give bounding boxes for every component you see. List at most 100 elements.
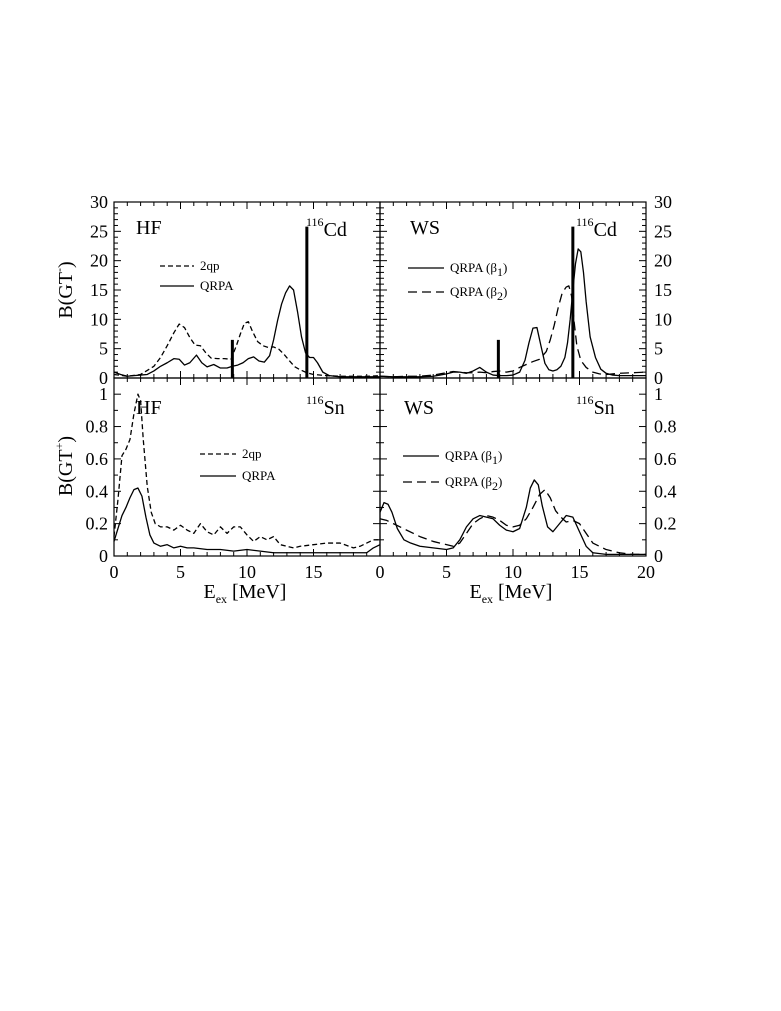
x-axis-label: Eex [MeV] bbox=[204, 581, 287, 606]
y-tick-label: 0.6 bbox=[654, 449, 677, 469]
x-label-rest: [MeV] bbox=[493, 581, 552, 603]
legend-text: 2qp bbox=[200, 258, 220, 273]
series-line-dashed bbox=[379, 285, 647, 378]
x-label-sub: ex bbox=[482, 592, 493, 606]
y-label-sup: - bbox=[52, 268, 66, 272]
x-tick-label: 0 bbox=[376, 562, 385, 582]
legend-text: QRPA (β bbox=[450, 284, 497, 299]
x-tick-label: 15 bbox=[571, 562, 589, 582]
method-label: WS bbox=[410, 217, 440, 239]
y-tick-label: 0.8 bbox=[86, 417, 109, 437]
y-tick-label: 10 bbox=[90, 309, 108, 329]
x-label-sub: ex bbox=[216, 592, 227, 606]
y-tick-label: 0.4 bbox=[86, 481, 109, 501]
y-tick-label: 25 bbox=[654, 221, 672, 241]
y-tick-label: 0 bbox=[654, 546, 663, 566]
y-label-base: B(GT bbox=[55, 449, 77, 496]
legend-label: QRPA (β1) bbox=[450, 260, 507, 279]
y-tick-label: 20 bbox=[654, 251, 672, 271]
x-label-rest: [MeV] bbox=[227, 581, 286, 603]
nucleus-label: 116Cd bbox=[306, 215, 347, 241]
legend-text: QRPA (β bbox=[445, 474, 492, 489]
y-tick-label: 25 bbox=[90, 221, 108, 241]
y-tick-label: 0.4 bbox=[654, 481, 677, 501]
nucleus-mass: 116 bbox=[306, 215, 324, 229]
y-tick-label: 0.2 bbox=[86, 514, 109, 534]
x-tick-label: 20 bbox=[637, 562, 655, 582]
x-axis-label: Eex [MeV] bbox=[470, 581, 553, 606]
method-label: WS bbox=[404, 397, 434, 419]
series-line-solid bbox=[113, 285, 380, 378]
legend-close: ) bbox=[498, 474, 502, 489]
x-tick-label: 10 bbox=[504, 562, 522, 582]
legend-text: QRPA bbox=[200, 278, 234, 293]
y-tick-label: 0.2 bbox=[654, 514, 677, 534]
legend-label: QRPA bbox=[200, 278, 234, 293]
y-tick-label: 30 bbox=[90, 192, 108, 212]
legend-label: QRPA bbox=[242, 468, 276, 483]
legend-close: ) bbox=[503, 260, 507, 275]
x-label-base: E bbox=[204, 581, 216, 603]
y-label-close: ) bbox=[55, 261, 77, 268]
y-tick-label: 1 bbox=[654, 384, 663, 404]
nucleus-symbol: Cd bbox=[324, 219, 347, 241]
y-tick-label: 20 bbox=[90, 251, 108, 271]
y-tick-label: 10 bbox=[654, 309, 672, 329]
y-tick-label: 0 bbox=[654, 368, 663, 388]
legend-label: 2qp bbox=[242, 446, 262, 461]
y-tick-label: 15 bbox=[90, 280, 108, 300]
x-tick-label: 0 bbox=[110, 562, 119, 582]
y-tick-label: 5 bbox=[99, 339, 108, 359]
y-tick-label: 5 bbox=[654, 339, 663, 359]
legend-text: QRPA (β bbox=[445, 448, 492, 463]
nucleus-mass: 116 bbox=[306, 393, 324, 407]
legend-label: QRPA (β2) bbox=[450, 284, 507, 303]
nucleus-label: 116Sn bbox=[576, 393, 615, 419]
y-label-sup: + bbox=[52, 442, 66, 449]
series-line-dashed bbox=[379, 489, 646, 556]
y-tick-label: 30 bbox=[654, 192, 672, 212]
x-tick-label: 15 bbox=[305, 562, 323, 582]
legend-subscript: 1 bbox=[492, 453, 498, 467]
legend-label: QRPA (β1) bbox=[445, 448, 502, 467]
series-line-solid bbox=[379, 479, 646, 556]
y-tick-label: 15 bbox=[654, 280, 672, 300]
nucleus-symbol: Cd bbox=[594, 219, 617, 241]
x-tick-label: 5 bbox=[176, 562, 185, 582]
nucleus-label: 116Sn bbox=[306, 393, 345, 419]
method-label: HF bbox=[136, 217, 162, 239]
nucleus-symbol: Sn bbox=[594, 397, 615, 419]
x-label-base: E bbox=[470, 581, 482, 603]
legend-subscript: 2 bbox=[492, 479, 498, 493]
y-label-close: ) bbox=[55, 436, 77, 443]
legend-text: QRPA (β bbox=[450, 260, 497, 275]
method-label: HF bbox=[136, 397, 162, 419]
legend-subscript: 1 bbox=[497, 265, 503, 279]
y-tick-label: 0 bbox=[99, 368, 108, 388]
x-tick-label: 5 bbox=[442, 562, 451, 582]
y-tick-label: 1 bbox=[99, 384, 108, 404]
legend-label: 2qp bbox=[200, 258, 220, 273]
nucleus-label: 116Cd bbox=[576, 215, 617, 241]
y-tick-label: 0.6 bbox=[86, 449, 109, 469]
nucleus-mass: 116 bbox=[576, 393, 594, 407]
series-line-solid bbox=[113, 487, 381, 554]
series-line-dashed bbox=[113, 393, 380, 549]
y-axis-label: B(GT+) bbox=[52, 436, 77, 496]
legend-subscript: 2 bbox=[497, 289, 503, 303]
y-label-base: B(GT bbox=[55, 272, 77, 319]
y-tick-label: 0.8 bbox=[654, 417, 677, 437]
y-axis-label: B(GT-) bbox=[52, 261, 77, 318]
y-tick-label: 0 bbox=[99, 546, 108, 566]
series-line-dashed bbox=[113, 321, 381, 377]
nucleus-mass: 116 bbox=[576, 215, 594, 229]
legend-text: QRPA bbox=[242, 468, 276, 483]
legend-close: ) bbox=[498, 448, 502, 463]
legend-text: 2qp bbox=[242, 446, 262, 461]
x-tick-label: 10 bbox=[238, 562, 256, 582]
legend-close: ) bbox=[503, 284, 507, 299]
